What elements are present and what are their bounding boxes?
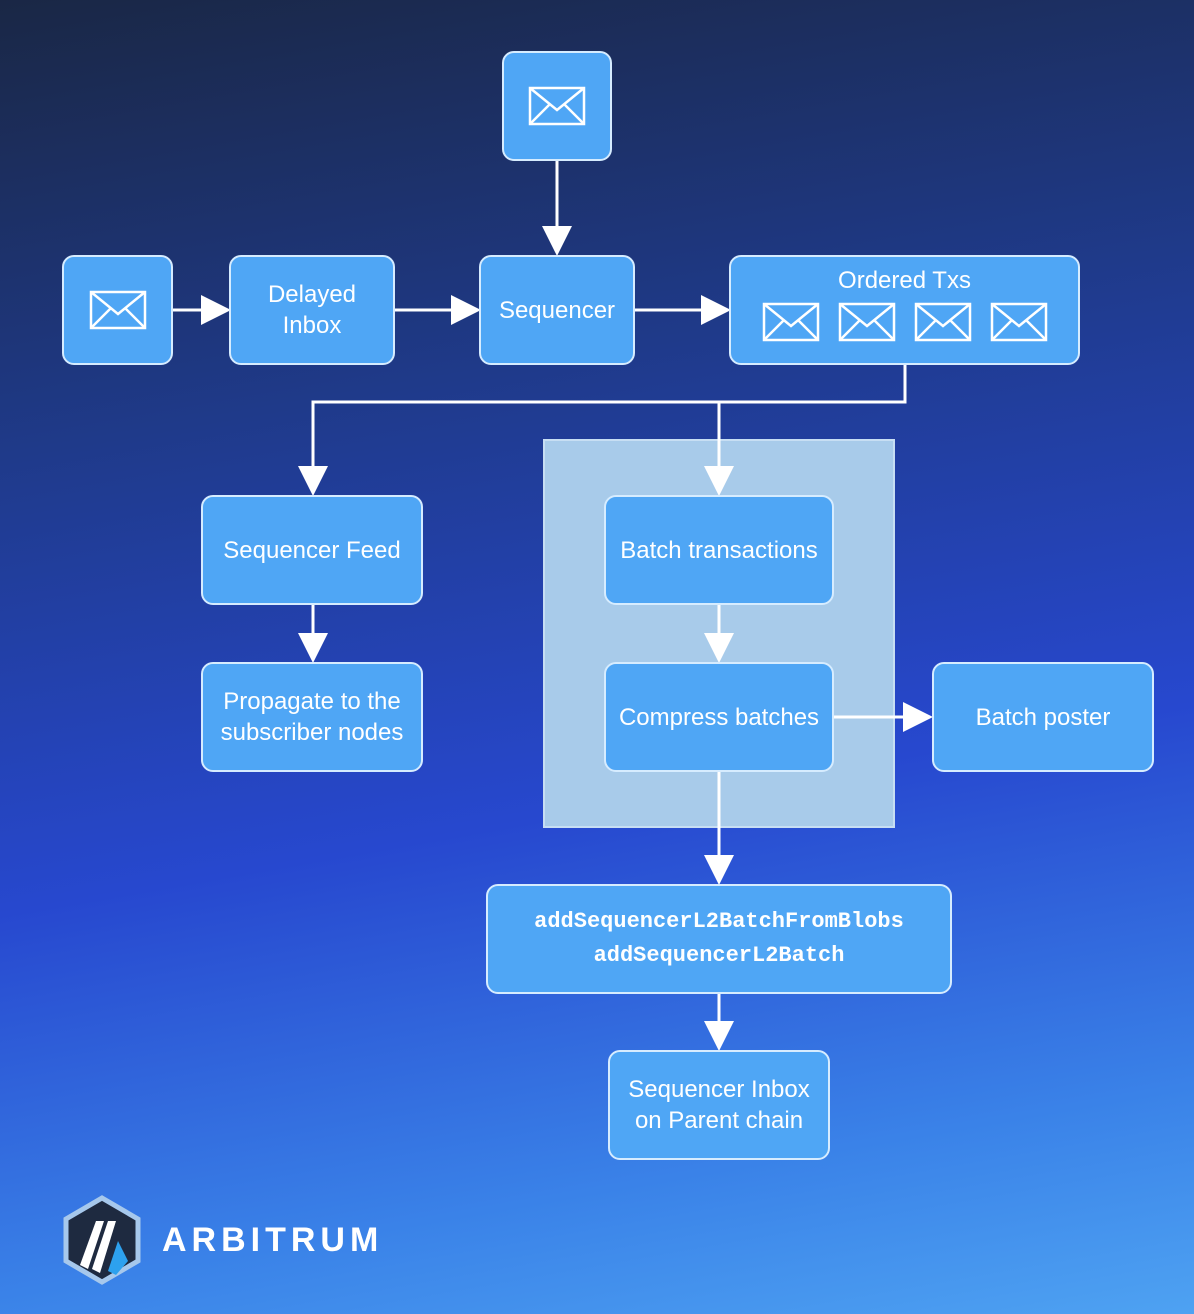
- node-label: Compress batches: [618, 703, 820, 731]
- node-label: subscriber nodes: [220, 719, 404, 746]
- envelope-icon: [990, 302, 1047, 342]
- arbitrum-logo: ARBITRUM: [62, 1195, 383, 1285]
- brand-name: ARBITRUM: [162, 1220, 384, 1259]
- node-label: addSequencerL2BatchFromBlobs: [534, 909, 904, 934]
- node-label: addSequencerL2Batch: [593, 943, 845, 968]
- node-label: Sequencer: [498, 296, 616, 324]
- incoming-message-box: [502, 51, 612, 161]
- node-label: Propagate to the: [223, 688, 401, 715]
- node-label: Delayed: [267, 281, 357, 308]
- sequencer-node: Sequencer: [479, 255, 635, 365]
- node-label: Sequencer Feed: [223, 536, 401, 564]
- sequencer-feed-node: Sequencer Feed: [201, 495, 423, 605]
- node-label: Batch transactions: [620, 536, 818, 564]
- propagate-node: Propagate to the subscriber nodes: [201, 662, 423, 772]
- node-label: on Parent chain: [634, 1107, 804, 1134]
- add-sequencer-batch-node: addSequencerL2BatchFromBlobs addSequence…: [486, 884, 952, 994]
- node-label: Batch poster: [975, 703, 1111, 731]
- envelope-icon: [528, 86, 586, 126]
- sequencer-inbox-node: Sequencer Inbox on Parent chain: [608, 1050, 830, 1160]
- compress-batches-node: Compress batches: [604, 662, 834, 772]
- ordered-txs-node: Ordered Txs: [729, 255, 1080, 365]
- envelope-icon: [914, 302, 971, 342]
- arbitrum-hexagon-icon: [63, 1195, 141, 1285]
- envelope-icon: [838, 302, 895, 342]
- envelope-icon: [89, 290, 146, 330]
- envelope-icon: [762, 302, 819, 342]
- delayed-message-box: [62, 255, 173, 365]
- batch-transactions-node: Batch transactions: [604, 495, 834, 605]
- node-label: Inbox: [282, 312, 342, 339]
- node-label: Ordered Txs: [838, 267, 971, 294]
- delayed-inbox-node: Delayed Inbox: [229, 255, 395, 365]
- batch-poster-node: Batch poster: [932, 662, 1154, 772]
- node-label: Sequencer Inbox: [628, 1076, 810, 1103]
